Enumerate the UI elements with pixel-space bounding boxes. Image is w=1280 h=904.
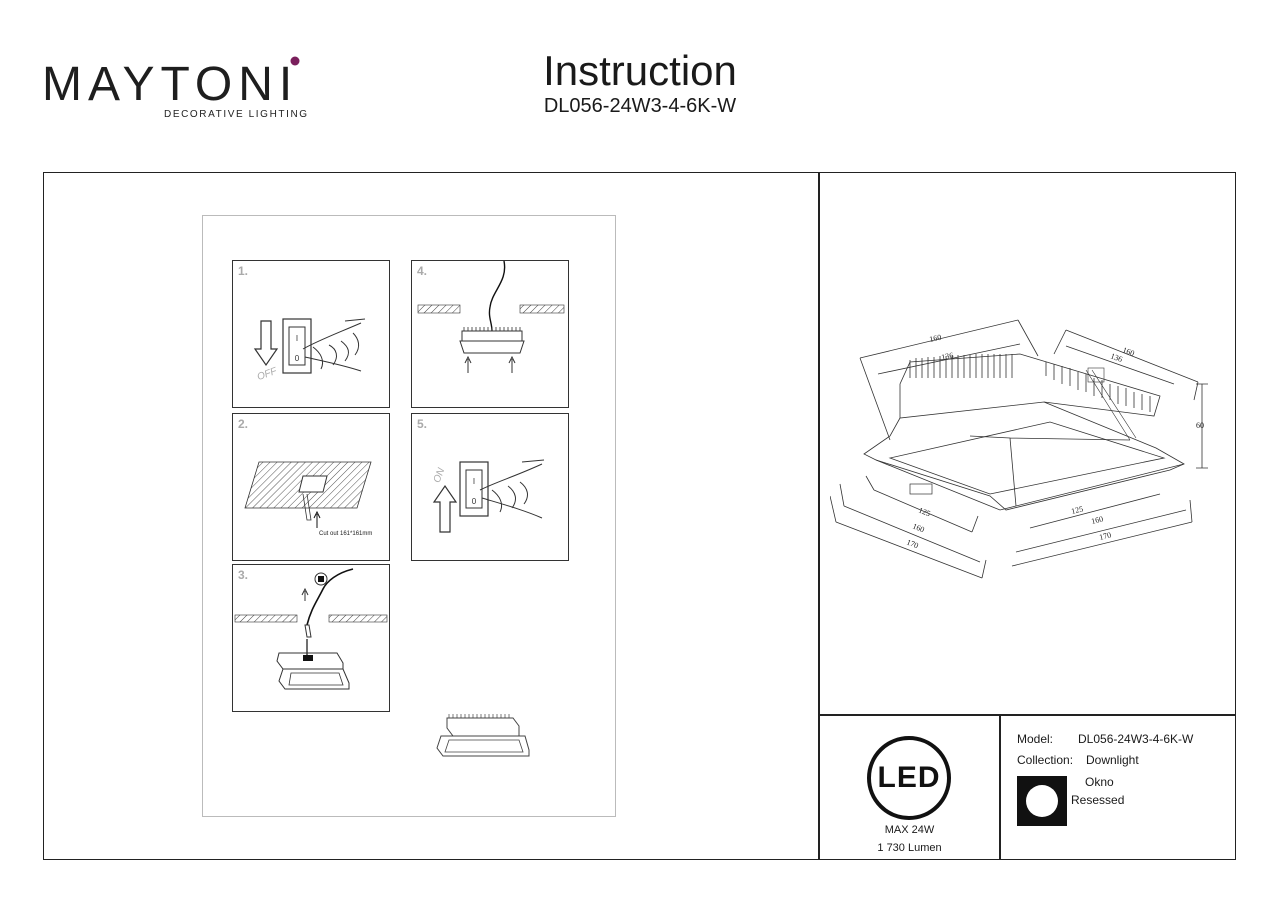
bottom-divider [999,714,1001,860]
brand-tagline: DECORATIVE LIGHTING [164,109,309,120]
svg-text:I: I [296,334,298,343]
fixture-sketch [436,714,530,757]
dimension-drawing: 160 136 160 136 60 125 160 170 125 160 1… [830,319,1208,579]
model-label: Model: [1017,732,1054,746]
recessed-mount-icon [1017,776,1067,826]
collection-value: Downlight [1086,753,1139,767]
install-fixture-illustration [417,261,565,373]
svg-text:0: 0 [295,354,300,363]
step-5: 5. I 0 ON [411,413,569,561]
step-4: 4. [411,260,569,408]
wiring-connection-illustration [234,568,388,690]
svg-text:I: I [473,477,475,486]
dim-bottom-left-inner: 125 [917,506,931,519]
product-info-panel: Model: DL056-24W3-4-6K-W Collection: Dow… [1001,716,1236,859]
step-2: 2. Cut out 161*161mm [232,413,390,561]
step-number: 3. [238,568,249,582]
switch-off-icon: I 0 [253,318,366,374]
svg-text:0: 0 [472,497,477,506]
led-panel: LED MAX 24W 1 730 Lumen [820,716,999,859]
page-model: DL056-24W3-4-6K-W [543,95,737,117]
step-number: 2. [238,417,249,431]
step-number: 5. [417,417,428,431]
content-frame [43,172,1236,860]
page-title: Instruction [543,47,737,94]
dim-top-left-outer: 160 [929,333,943,344]
dim-bottom-right-inner: 125 [1070,504,1084,516]
dim-top-left-inner: 136 [941,351,955,362]
dim-bottom-right-outer: 170 [1098,530,1112,542]
instruction-sheet: 1. I 0 OFF 4. [202,215,616,817]
brand-wordmark: MAYTONI [42,58,299,111]
dim-height: 60 [1196,421,1204,430]
step-1: 1. I 0 OFF [232,260,390,408]
series-name: Okno [1085,775,1114,789]
dim-top-right-outer: 160 [1121,345,1135,358]
horizontal-divider [818,714,1236,716]
collection-label: Collection: [1017,753,1074,767]
cutout-note: Cut out 161*161mm [319,531,373,537]
dim-bottom-left-mid: 160 [911,522,925,535]
mount-type: Resessed [1071,793,1125,807]
led-badge-icon [867,736,951,820]
title-block: Instruction DL056-24W3-4-6K-W [480,48,800,118]
step-number: 1. [238,264,249,278]
step-number: 4. [417,264,428,278]
lumen-output: 1 730 Lumen [877,842,942,854]
dim-top-right-inner: 136 [1109,351,1123,364]
logo-dot-icon [290,56,300,66]
ceiling-cutout-illustration [244,461,372,528]
brand-logo: MAYTONI DECORATIVE LIGHTING [42,55,307,125]
dim-bottom-left-outer: 170 [905,538,919,551]
led-badge-text: LED [877,761,941,794]
max-power: MAX 24W [884,824,935,836]
dim-bottom-right-mid: 160 [1090,514,1104,526]
model-value: DL056-24W3-4-6K-W [1078,732,1194,746]
step-3: 3. [232,564,390,712]
vertical-divider [818,172,820,860]
switch-on-icon: I 0 [432,459,545,533]
